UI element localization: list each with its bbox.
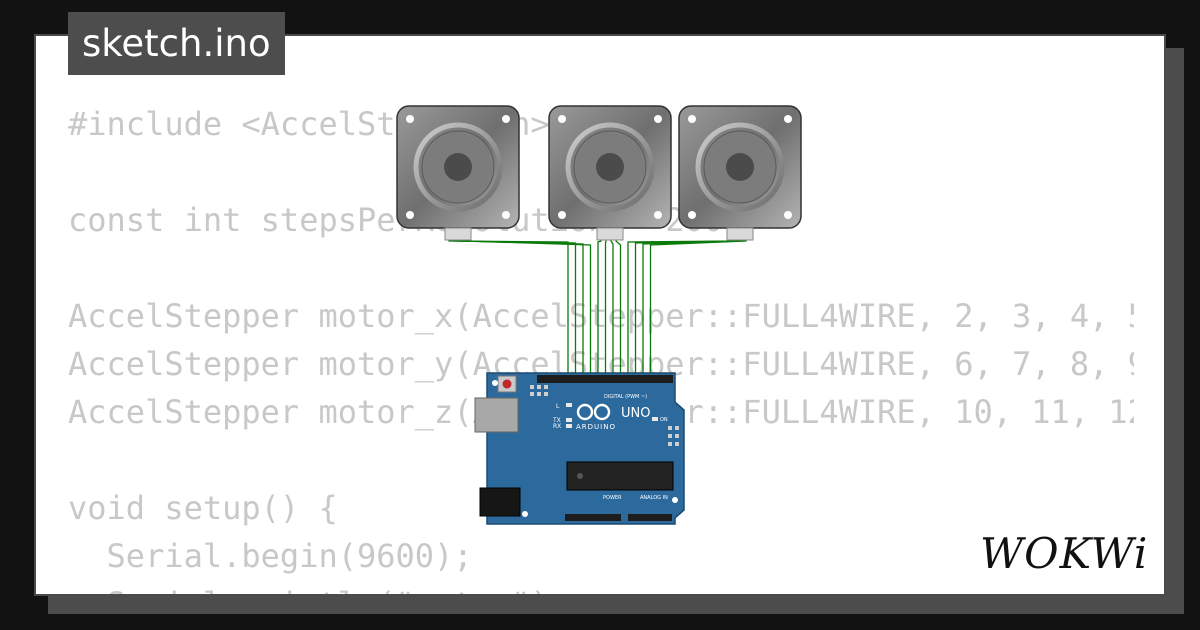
wire [597,238,602,376]
analog-header [628,514,672,521]
code-line: AccelStepper motor_y(AccelStepper::FULL4… [68,345,1134,383]
led-l [566,403,572,407]
digital-pins-label: DIGITAL (PWM ~) [604,394,647,400]
power-header [565,514,621,521]
stepper-motor-z[interactable] [678,105,802,241]
led-on [652,417,658,421]
board-brand-label: ARDUINO [576,423,616,431]
filename-tab[interactable]: sketch.ino [68,12,285,75]
wire [604,238,607,376]
wires [448,238,747,376]
stepper-motor-x[interactable] [396,105,520,241]
wire [610,238,614,376]
analog-pins-label: ANALOG IN [640,495,668,501]
digital-header [537,375,673,383]
led-label-l: L [556,403,560,410]
wire [642,238,742,376]
code-line: AccelStepper motor_x(AccelStepper::FULL4… [68,297,1134,335]
wokwi-logo: WOKWi [980,529,1148,576]
led-rx [566,424,572,428]
wire [453,238,577,376]
code-line: Serial.println("setup"); [68,580,1134,594]
arduino-infinity-logo [576,403,611,421]
code-line: Serial.begin(9600); [68,537,473,575]
wire [448,238,569,376]
wire [615,238,622,376]
led-label-rx: RX [553,423,561,430]
led-label-tx: TX [552,417,561,424]
usb-port [474,397,519,433]
led-tx [566,418,572,422]
board-model-label: UNO [621,406,650,421]
led-label-on: ON [660,417,668,423]
power-jack [479,487,521,517]
wire [458,238,584,376]
arduino-uno-board[interactable]: L TX RX ON UNO ARDUINO DIGITAL (PWM ~) P… [474,372,685,525]
wokwi-logo-text: WOKWi [980,529,1148,576]
power-pins-label: POWER [603,495,622,501]
microcontroller-chip [566,461,674,491]
code-line: void setup() { [68,489,338,527]
wire [463,238,592,376]
stepper-motor-y[interactable] [548,105,672,241]
wire [649,238,747,376]
